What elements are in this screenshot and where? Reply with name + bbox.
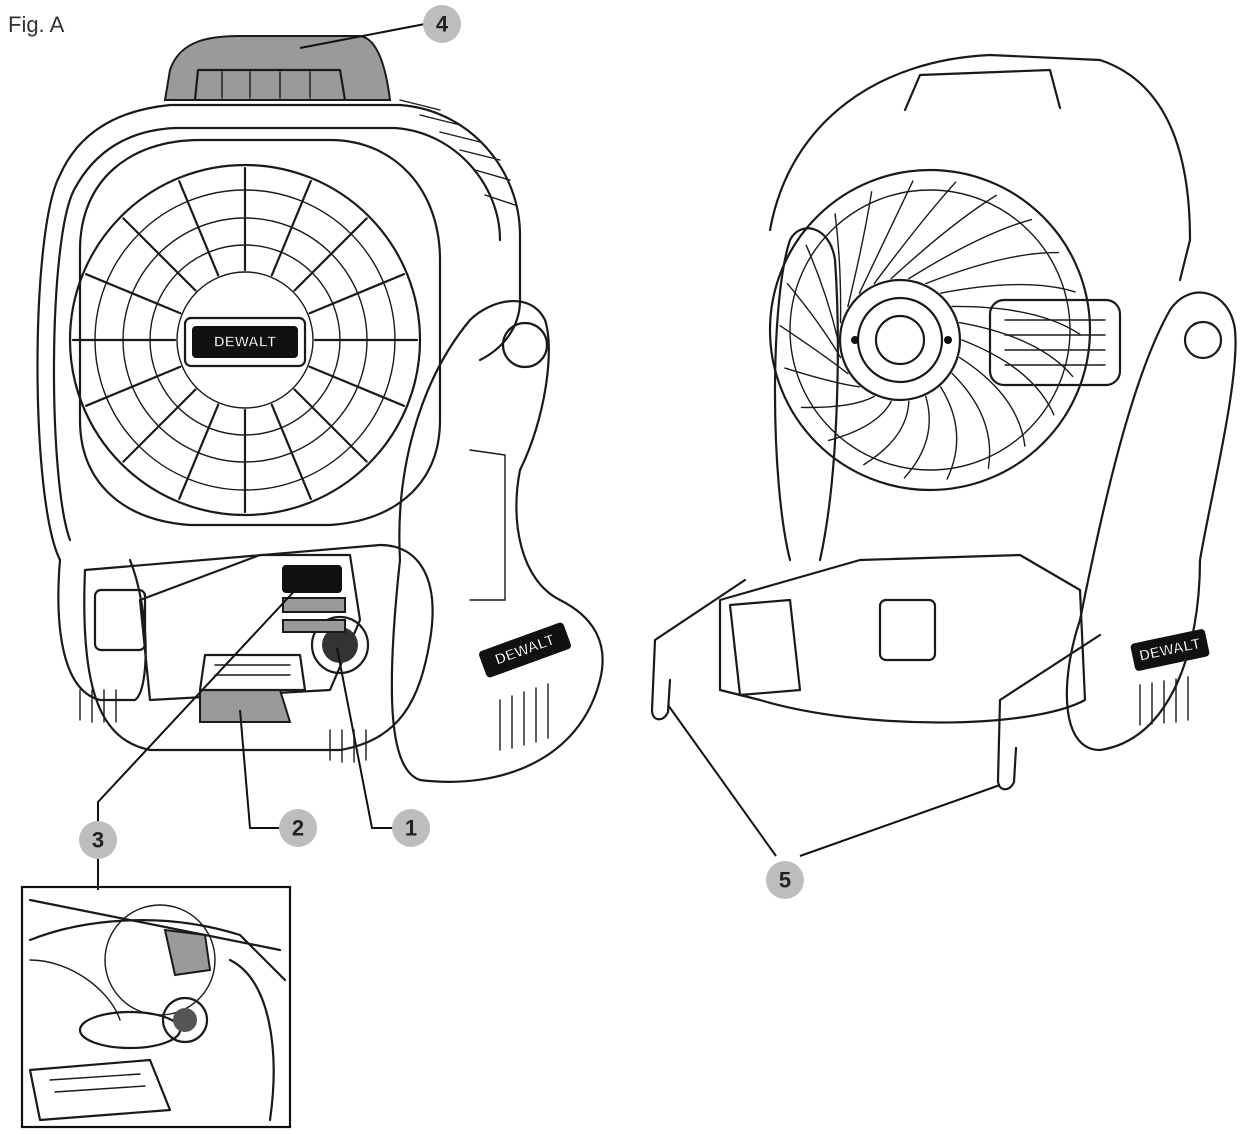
guard-spokes <box>71 166 419 514</box>
carry-handle <box>163 35 392 101</box>
guard-spoke <box>293 217 368 292</box>
guard-spoke <box>270 179 312 277</box>
callout-4: 4 <box>423 5 461 43</box>
fan-blade <box>847 191 873 308</box>
inset-detail <box>20 885 292 1129</box>
fan-blade <box>784 367 861 388</box>
speed-dial-knob <box>322 627 358 663</box>
fan-blade <box>786 282 842 359</box>
fan-blade <box>858 180 914 294</box>
inset-speed-dial <box>161 996 209 1044</box>
guard-spoke <box>270 403 312 501</box>
fan-blade <box>827 400 892 442</box>
guard-spoke <box>84 365 182 407</box>
callout-2-label: 2 <box>292 816 304 841</box>
callout-1: 1 <box>392 809 430 847</box>
callout-3-label: 3 <box>92 828 104 853</box>
callout-3: 3 <box>79 821 117 859</box>
fan-blade <box>805 244 839 341</box>
callout-4-label: 4 <box>436 12 449 37</box>
figure-label: Fig. A <box>8 12 65 37</box>
battery-release-tab <box>199 689 292 723</box>
fan-blade <box>908 218 1033 280</box>
hanging-hook-left <box>650 578 747 721</box>
fan-blade <box>863 400 910 466</box>
fan-blade <box>779 324 849 375</box>
guard-spoke <box>308 273 406 315</box>
fan-blade <box>939 386 958 480</box>
fan-blade <box>951 372 991 469</box>
side-logo-badge <box>479 622 571 678</box>
callout-leaders <box>97 23 1001 890</box>
fan-blade <box>958 356 1026 447</box>
callout-5: 5 <box>766 861 804 899</box>
callout-5-label: 5 <box>779 868 791 893</box>
small-logo-badge <box>282 565 342 593</box>
callout-2: 2 <box>279 809 317 847</box>
fan-blades <box>779 180 1081 480</box>
fan-blade <box>800 395 875 409</box>
guard-spoke <box>308 365 406 407</box>
fan-blade <box>925 251 1060 285</box>
hanging-hook-right <box>996 633 1102 791</box>
fan-blade <box>958 321 1074 378</box>
fan-front-view: DEWALT DEWALT <box>36 35 604 783</box>
guard-spoke <box>84 273 182 315</box>
fan-blade <box>834 213 842 324</box>
fan-blade <box>961 339 1055 416</box>
fan-blade <box>951 305 1081 336</box>
guard-spoke <box>122 217 197 292</box>
dewalt-logo-front: DEWALT <box>214 334 276 351</box>
fan-blade <box>939 283 1076 294</box>
logo-badge <box>192 326 298 358</box>
speed-dial <box>310 615 370 675</box>
guard-spoke <box>178 179 220 277</box>
fan-blade <box>873 181 957 285</box>
fan-blade <box>903 395 930 479</box>
guard-spoke <box>122 388 197 463</box>
logo-plate <box>183 316 307 368</box>
callout-1-label: 1 <box>405 816 417 841</box>
guard-spoke <box>178 403 220 501</box>
fan-blade <box>890 194 997 280</box>
rear-logo-badge <box>1130 629 1210 671</box>
guard-spoke <box>293 388 368 463</box>
fan-rear-view: DEWALT <box>650 53 1237 791</box>
